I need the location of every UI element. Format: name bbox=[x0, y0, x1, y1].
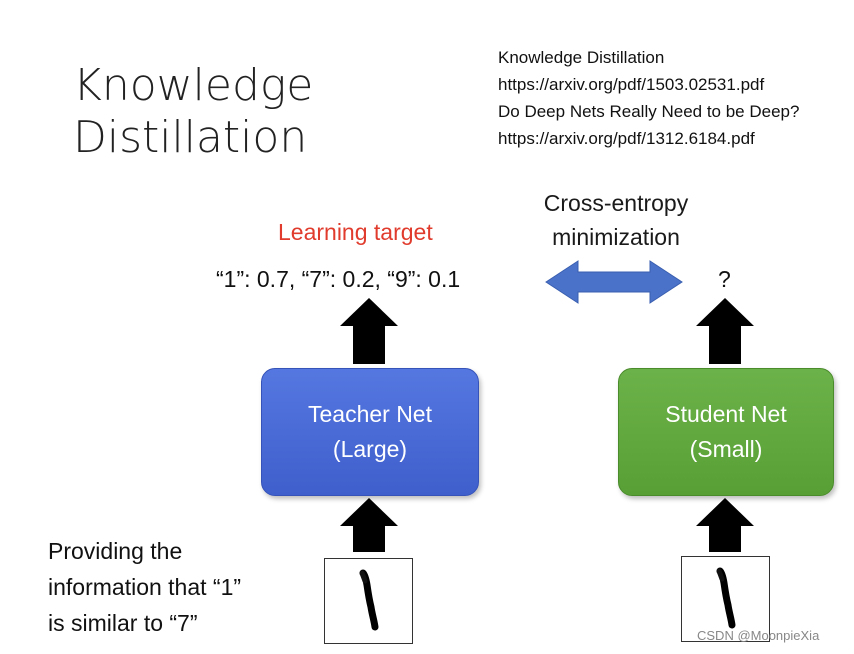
student-net-box: Student Net (Small) bbox=[618, 368, 834, 496]
reference-title-1: Knowledge Distillation bbox=[498, 48, 665, 67]
teacher-input-arrow-icon bbox=[340, 498, 398, 552]
target-distribution: “1”: 0.7, “7”: 0.2, “9”: 0.1 bbox=[216, 266, 461, 292]
cross-entropy-line-1: Cross-entropy bbox=[543, 190, 689, 216]
learning-target-label: Learning target bbox=[278, 219, 433, 245]
note-line-2: information that “1” bbox=[48, 574, 242, 600]
handwritten-one-icon bbox=[716, 567, 736, 629]
double-arrow-icon bbox=[545, 260, 683, 304]
handwritten-one-icon bbox=[359, 569, 379, 631]
cross-entropy-line-2: minimization bbox=[552, 224, 680, 250]
student-output-arrow-icon bbox=[696, 298, 754, 364]
student-input-digit-image bbox=[681, 556, 770, 642]
note-line-1: Providing the bbox=[48, 538, 183, 564]
title-line-2: Distillation bbox=[73, 112, 308, 163]
note-line-3: is similar to “7” bbox=[48, 610, 198, 636]
reference-title-2: Do Deep Nets Really Need to be Deep? bbox=[498, 102, 800, 121]
teacher-net-size: (Large) bbox=[332, 436, 408, 462]
student-net-size: (Small) bbox=[689, 436, 763, 462]
watermark: CSDN @MoonpieXia bbox=[697, 628, 820, 643]
reference-link-1: https://arxiv.org/pdf/1503.02531.pdf bbox=[498, 75, 765, 94]
reference-link-2: https://arxiv.org/pdf/1312.6184.pdf bbox=[498, 129, 755, 148]
teacher-net-label: Teacher Net bbox=[307, 401, 432, 427]
title-line-1: Knowledge bbox=[73, 60, 314, 111]
page-title: Knowledge Distillation bbox=[73, 60, 313, 164]
student-input-arrow-icon bbox=[696, 498, 754, 552]
teacher-output-arrow-icon bbox=[340, 298, 398, 364]
similarity-note: Providing the information that “1” is si… bbox=[48, 533, 241, 641]
student-net-label: Student Net bbox=[665, 401, 787, 427]
student-output-unknown: ? bbox=[718, 266, 731, 292]
cross-entropy-label: Cross-entropy minimization bbox=[516, 186, 716, 254]
teacher-input-digit-image bbox=[324, 558, 413, 644]
references: Knowledge Distillation https://arxiv.org… bbox=[498, 44, 799, 152]
teacher-net-box: Teacher Net (Large) bbox=[261, 368, 479, 496]
